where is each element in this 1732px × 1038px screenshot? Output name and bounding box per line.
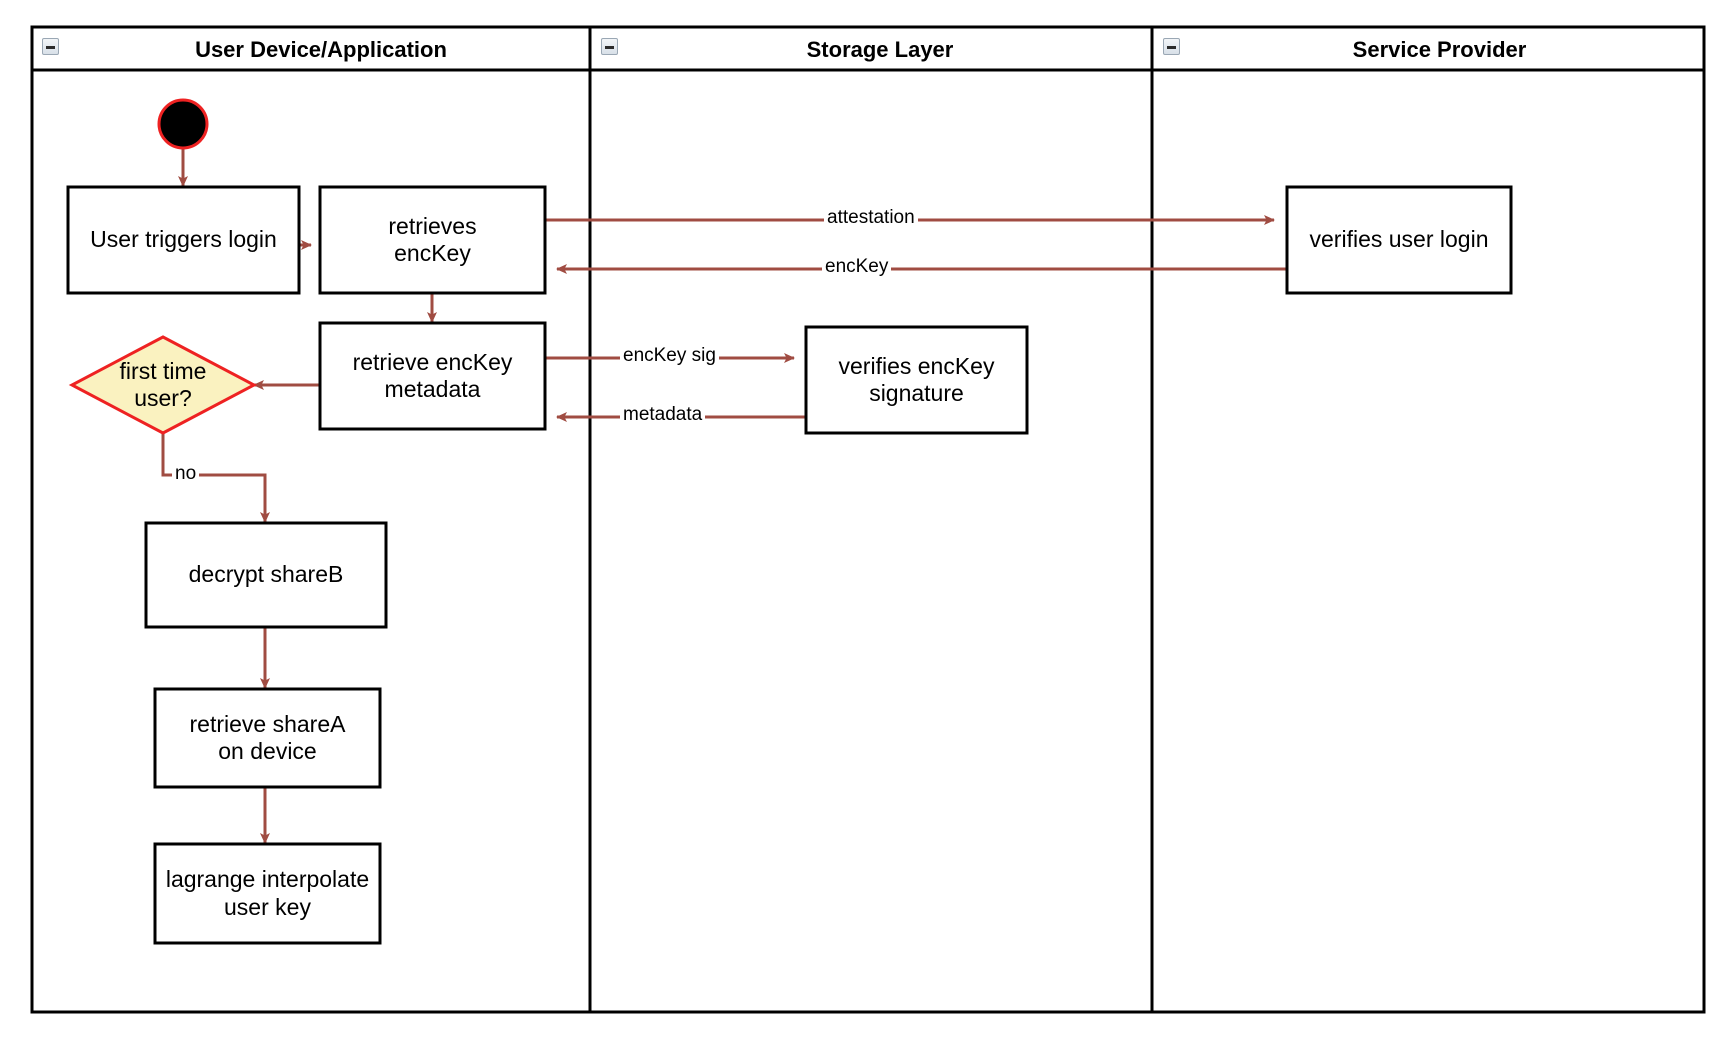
edge-label-enckey: encKey <box>822 256 892 278</box>
node-retrieve-sharea-on-device[interactable] <box>153 687 382 789</box>
node-lagrange-interpolate-user-key[interactable] <box>153 842 382 945</box>
node-retrieve-enckey-metadata[interactable] <box>318 321 547 431</box>
node-first-time-user[interactable] <box>68 335 258 435</box>
nodes <box>66 98 1513 945</box>
edge-no-path <box>161 420 270 523</box>
node-start[interactable] <box>157 98 209 150</box>
collapse-minus-icon-service-provider[interactable] <box>1163 38 1180 55</box>
node-user-triggers-login[interactable] <box>66 185 301 295</box>
lane-header-service-provider: Service Provider <box>1352 37 1527 62</box>
node-verifies-user-login[interactable] <box>1285 185 1513 295</box>
lane-header-user-device: User Device/Application <box>195 37 447 62</box>
node-decrypt-shareb[interactable] <box>144 521 388 629</box>
node-retrieves-enckey[interactable] <box>318 185 547 295</box>
edge-label-enckey-sig: encKey sig <box>620 345 719 367</box>
lane-header-storage: Storage Layer <box>806 37 954 62</box>
node-verifies-enckey-signature[interactable] <box>804 325 1029 435</box>
edge-label-attestation: attestation <box>824 207 918 229</box>
collapse-minus-icon-storage[interactable] <box>601 38 618 55</box>
collapse-minus-icon-user-device[interactable] <box>42 38 59 55</box>
edge-label-metadata: metadata <box>620 404 706 426</box>
edge-label-no: no <box>172 463 200 485</box>
